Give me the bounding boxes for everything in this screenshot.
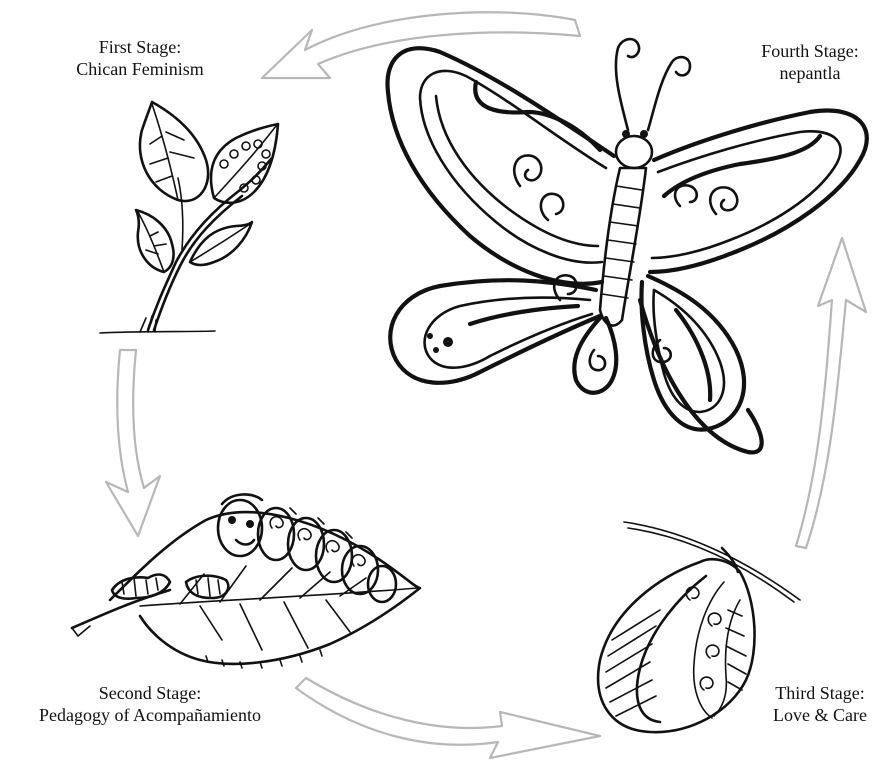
stage-title: Second Stage: [0,682,300,704]
stage-title: First Stage: [40,36,240,58]
cycle-arrow-top [262,12,580,78]
cycle-arrow-right [796,238,866,548]
stage-title: Fourth Stage: [720,40,882,62]
stage-label-fourth: Fourth Stage: nepantla [720,40,882,84]
cycle-arrow-left [106,350,160,536]
caterpillar-on-leaf-icon [72,494,420,668]
stage-name: nepantla [720,62,882,84]
stage-label-first: First Stage: Chican Feminism [40,36,240,80]
stage-title: Third Stage: [740,682,882,704]
stage-name: Pedagogy of Acompañamiento [0,704,300,726]
butterfly-icon [387,39,866,452]
cycle-arrow-bottom [296,678,600,758]
stage-name: Love & Care [740,704,882,726]
sprout-icon [100,102,278,333]
stage-name: Chican Feminism [40,58,240,80]
stage-label-second: Second Stage: Pedagogy of Acompañamiento [0,682,300,726]
stage-label-third: Third Stage: Love & Care [740,682,882,726]
